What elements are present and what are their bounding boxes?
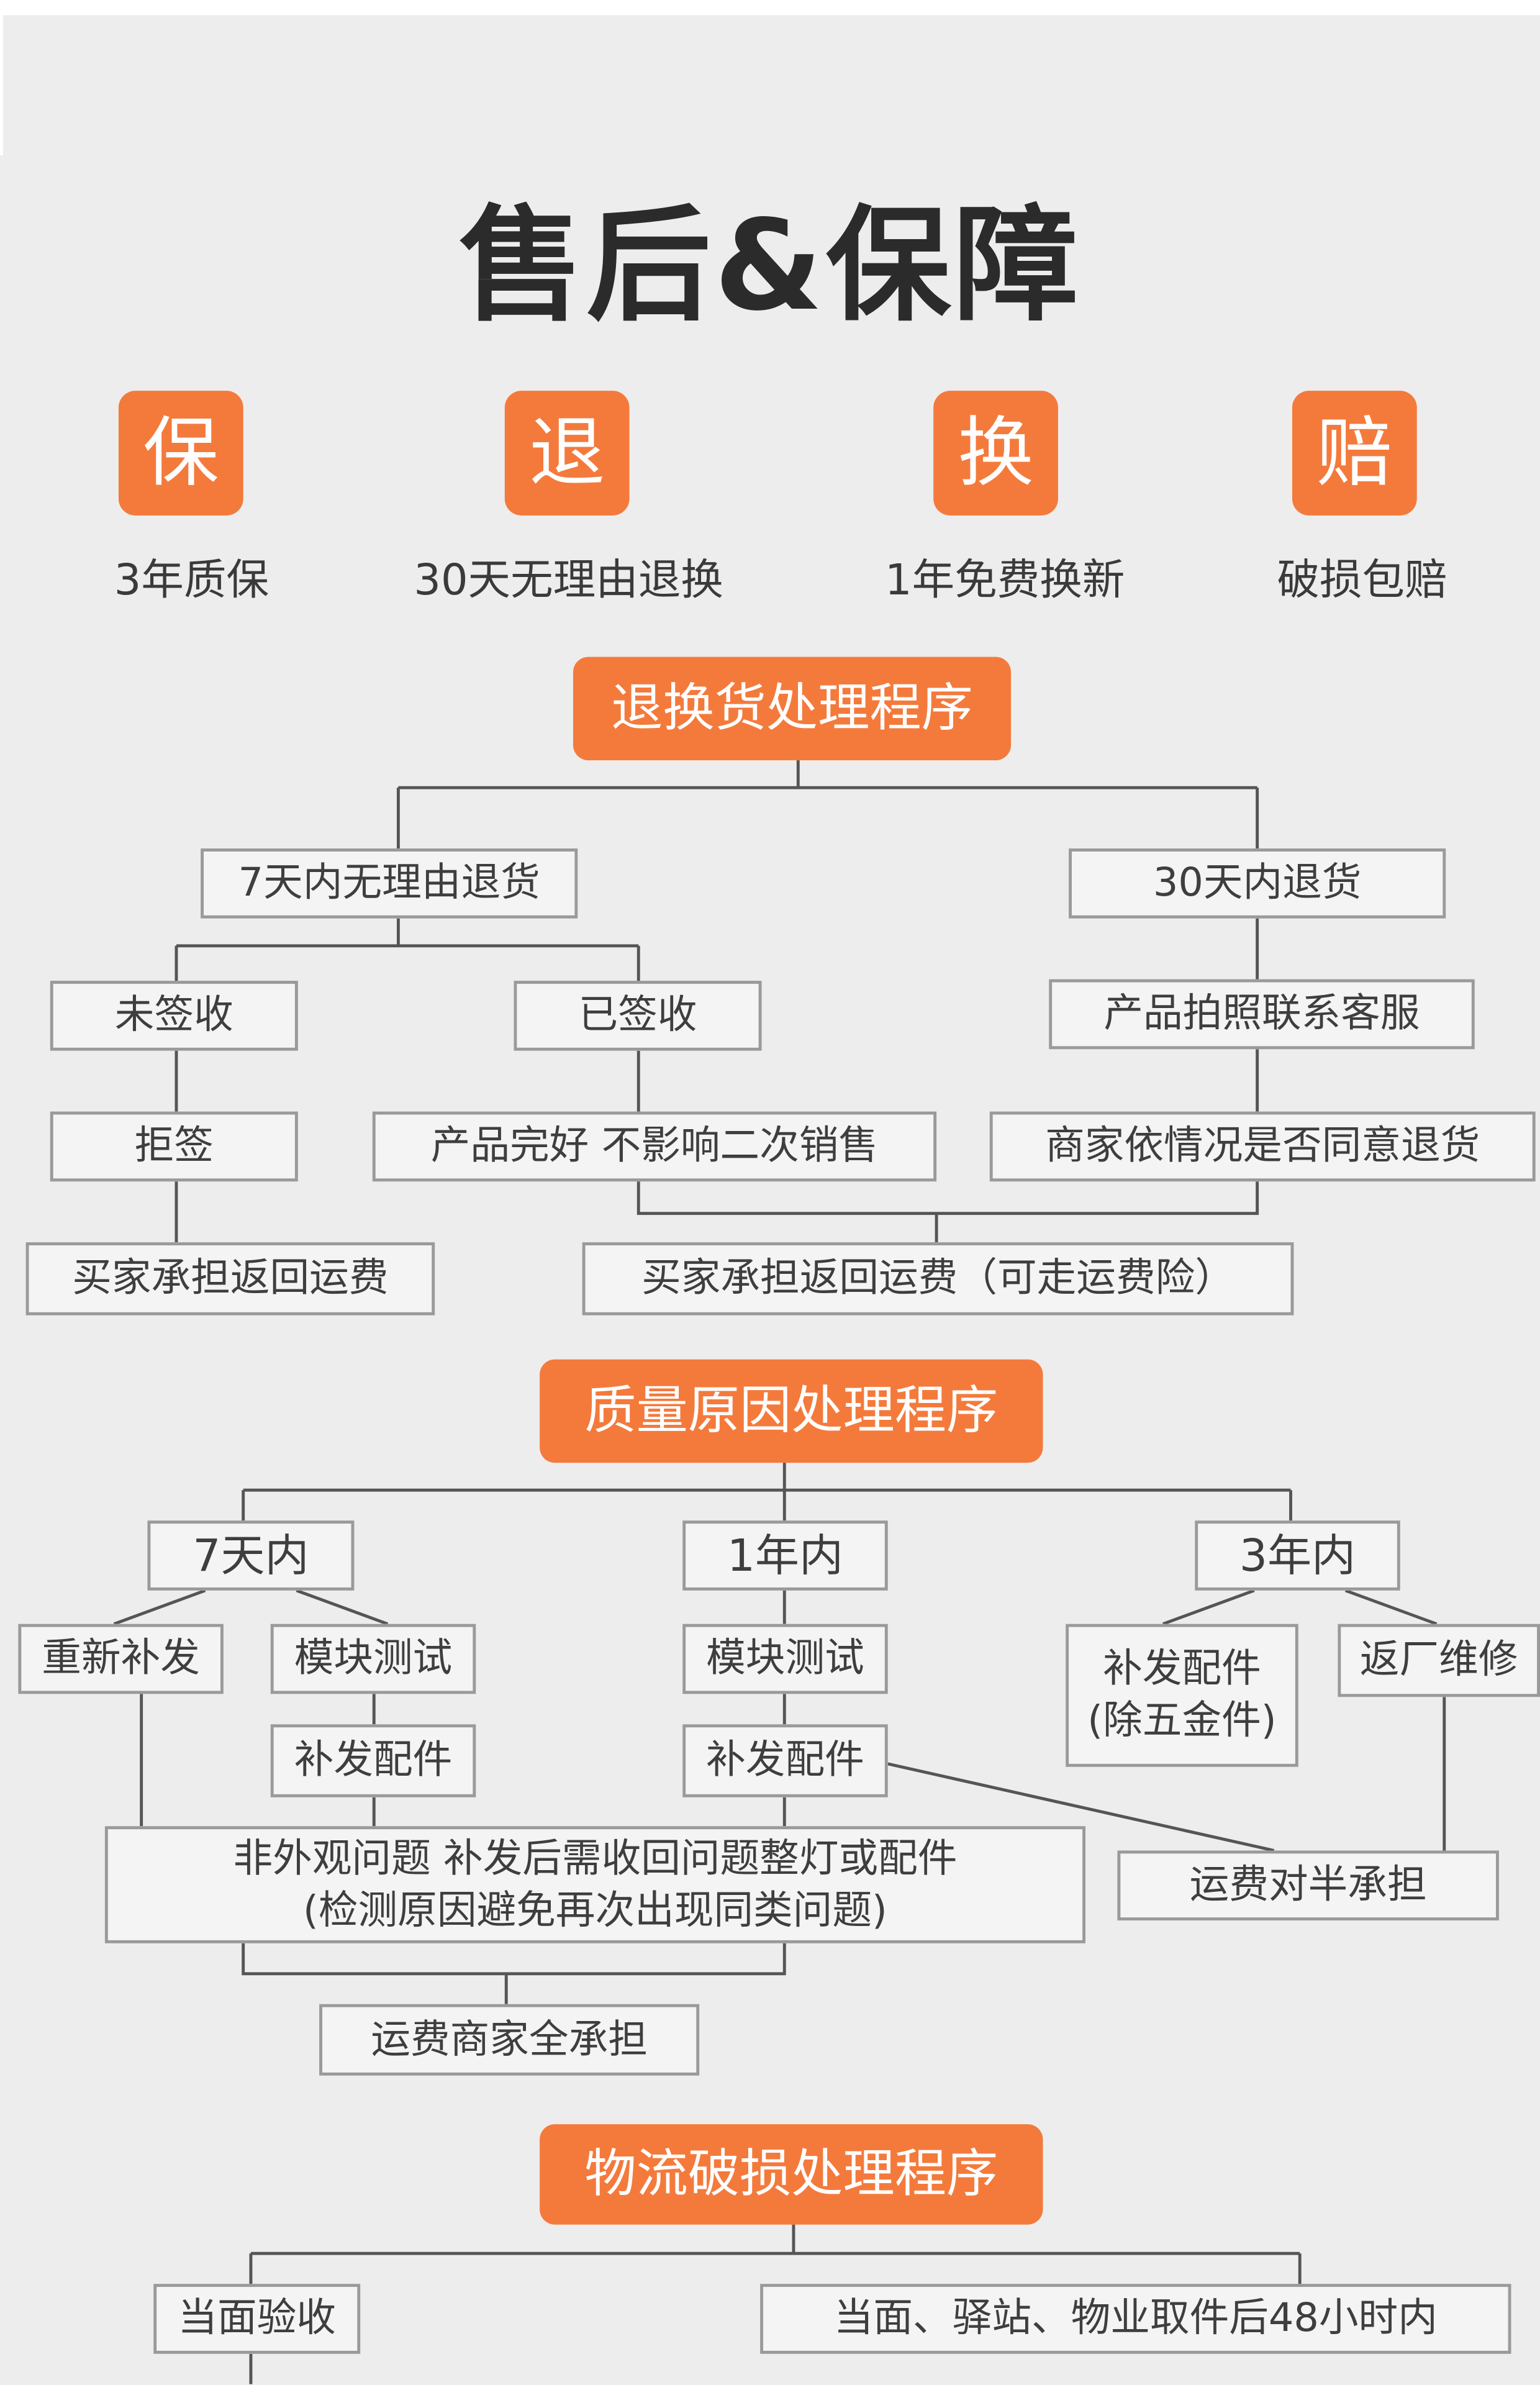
- product-intact-node: 产品完好 不影响二次销售: [372, 1111, 937, 1182]
- within-3-years-node: 3年内: [1195, 1520, 1400, 1591]
- thirty-day-return-node: 30天内退货: [1069, 848, 1446, 919]
- non-appearance-line1: 非外观问题 补发后需收回问题整灯或配件: [233, 1836, 958, 1882]
- parts-excluding-hardware-node: 补发配件 (除五金件): [1066, 1624, 1298, 1767]
- non-appearance-issue-node: 非外观问题 补发后需收回问题整灯或配件 (检测原因避免再次出现同类问题): [104, 1826, 1086, 1943]
- factory-repair-node: 返厂维修: [1338, 1624, 1540, 1697]
- guarantee-warranty-label: 3年质保: [114, 555, 270, 606]
- resend-parts-node-1y: 补发配件: [682, 1724, 888, 1797]
- module-test-node-1y: 模块测试: [682, 1624, 888, 1694]
- parts-excluding-hardware-line1: 补发配件: [1103, 1647, 1261, 1692]
- page-title: 售后&保障: [458, 194, 1082, 339]
- merchant-decides-node: 商家依情况是否同意退货: [989, 1111, 1536, 1182]
- signed-node: 已签收: [514, 981, 762, 1051]
- within-1-year-node: 1年内: [682, 1520, 888, 1591]
- warranty-icon: 保: [118, 391, 243, 516]
- photo-contact-node: 产品拍照联系客服: [1049, 979, 1475, 1050]
- within-48h-node: 当面、驿站、物业取件后48小时内: [760, 2284, 1511, 2354]
- quality-connectors: [113, 1463, 1446, 2004]
- buyer-pays-node: 买家承担返回运费: [25, 1242, 435, 1315]
- seven-day-return-node: 7天内无理由退货: [201, 848, 578, 919]
- shipping-split-node: 运费对半承担: [1117, 1850, 1499, 1921]
- parts-excluding-hardware-line2: (除五金件): [1087, 1698, 1277, 1745]
- exchange-icon: 换: [933, 391, 1058, 516]
- compensation-icon: 赔: [1292, 391, 1417, 516]
- returns-section-header: 退换货处理程序: [573, 656, 1012, 761]
- module-test-node-7d: 模块测试: [270, 1624, 476, 1694]
- resend-parts-node-7d: 补发配件: [270, 1724, 476, 1797]
- not-signed-node: 未签收: [50, 981, 298, 1051]
- resend-node: 重新补发: [18, 1624, 224, 1694]
- non-appearance-line2: (检测原因避免再次出现同类问题): [303, 1888, 887, 1933]
- left-edge: [0, 15, 3, 155]
- logistics-section-header: 物流破损处理程序: [540, 2124, 1043, 2225]
- quality-section-header: 质量原因处理程序: [540, 1359, 1043, 1463]
- shipping-merchant-node: 运费商家全承担: [319, 2004, 700, 2076]
- return-icon: 退: [504, 391, 630, 516]
- top-bar: [0, 0, 1540, 16]
- guarantee-compensation-label: 破损包赔: [1277, 555, 1447, 606]
- guarantee-exchange-label: 1年免费换新: [885, 555, 1125, 606]
- within-7-days-node: 7天内: [147, 1520, 355, 1591]
- buyer-pays-insurance-node: 买家承担返回运费（可走运费险）: [582, 1242, 1294, 1315]
- logistics-connectors: [249, 2224, 1302, 2384]
- inspect-on-delivery-node: 当面验收: [153, 2284, 361, 2354]
- returns-connectors: [174, 760, 1259, 1243]
- guarantee-return-label: 30天无理由退换: [414, 555, 723, 606]
- reject-sign-node: 拒签: [50, 1111, 298, 1182]
